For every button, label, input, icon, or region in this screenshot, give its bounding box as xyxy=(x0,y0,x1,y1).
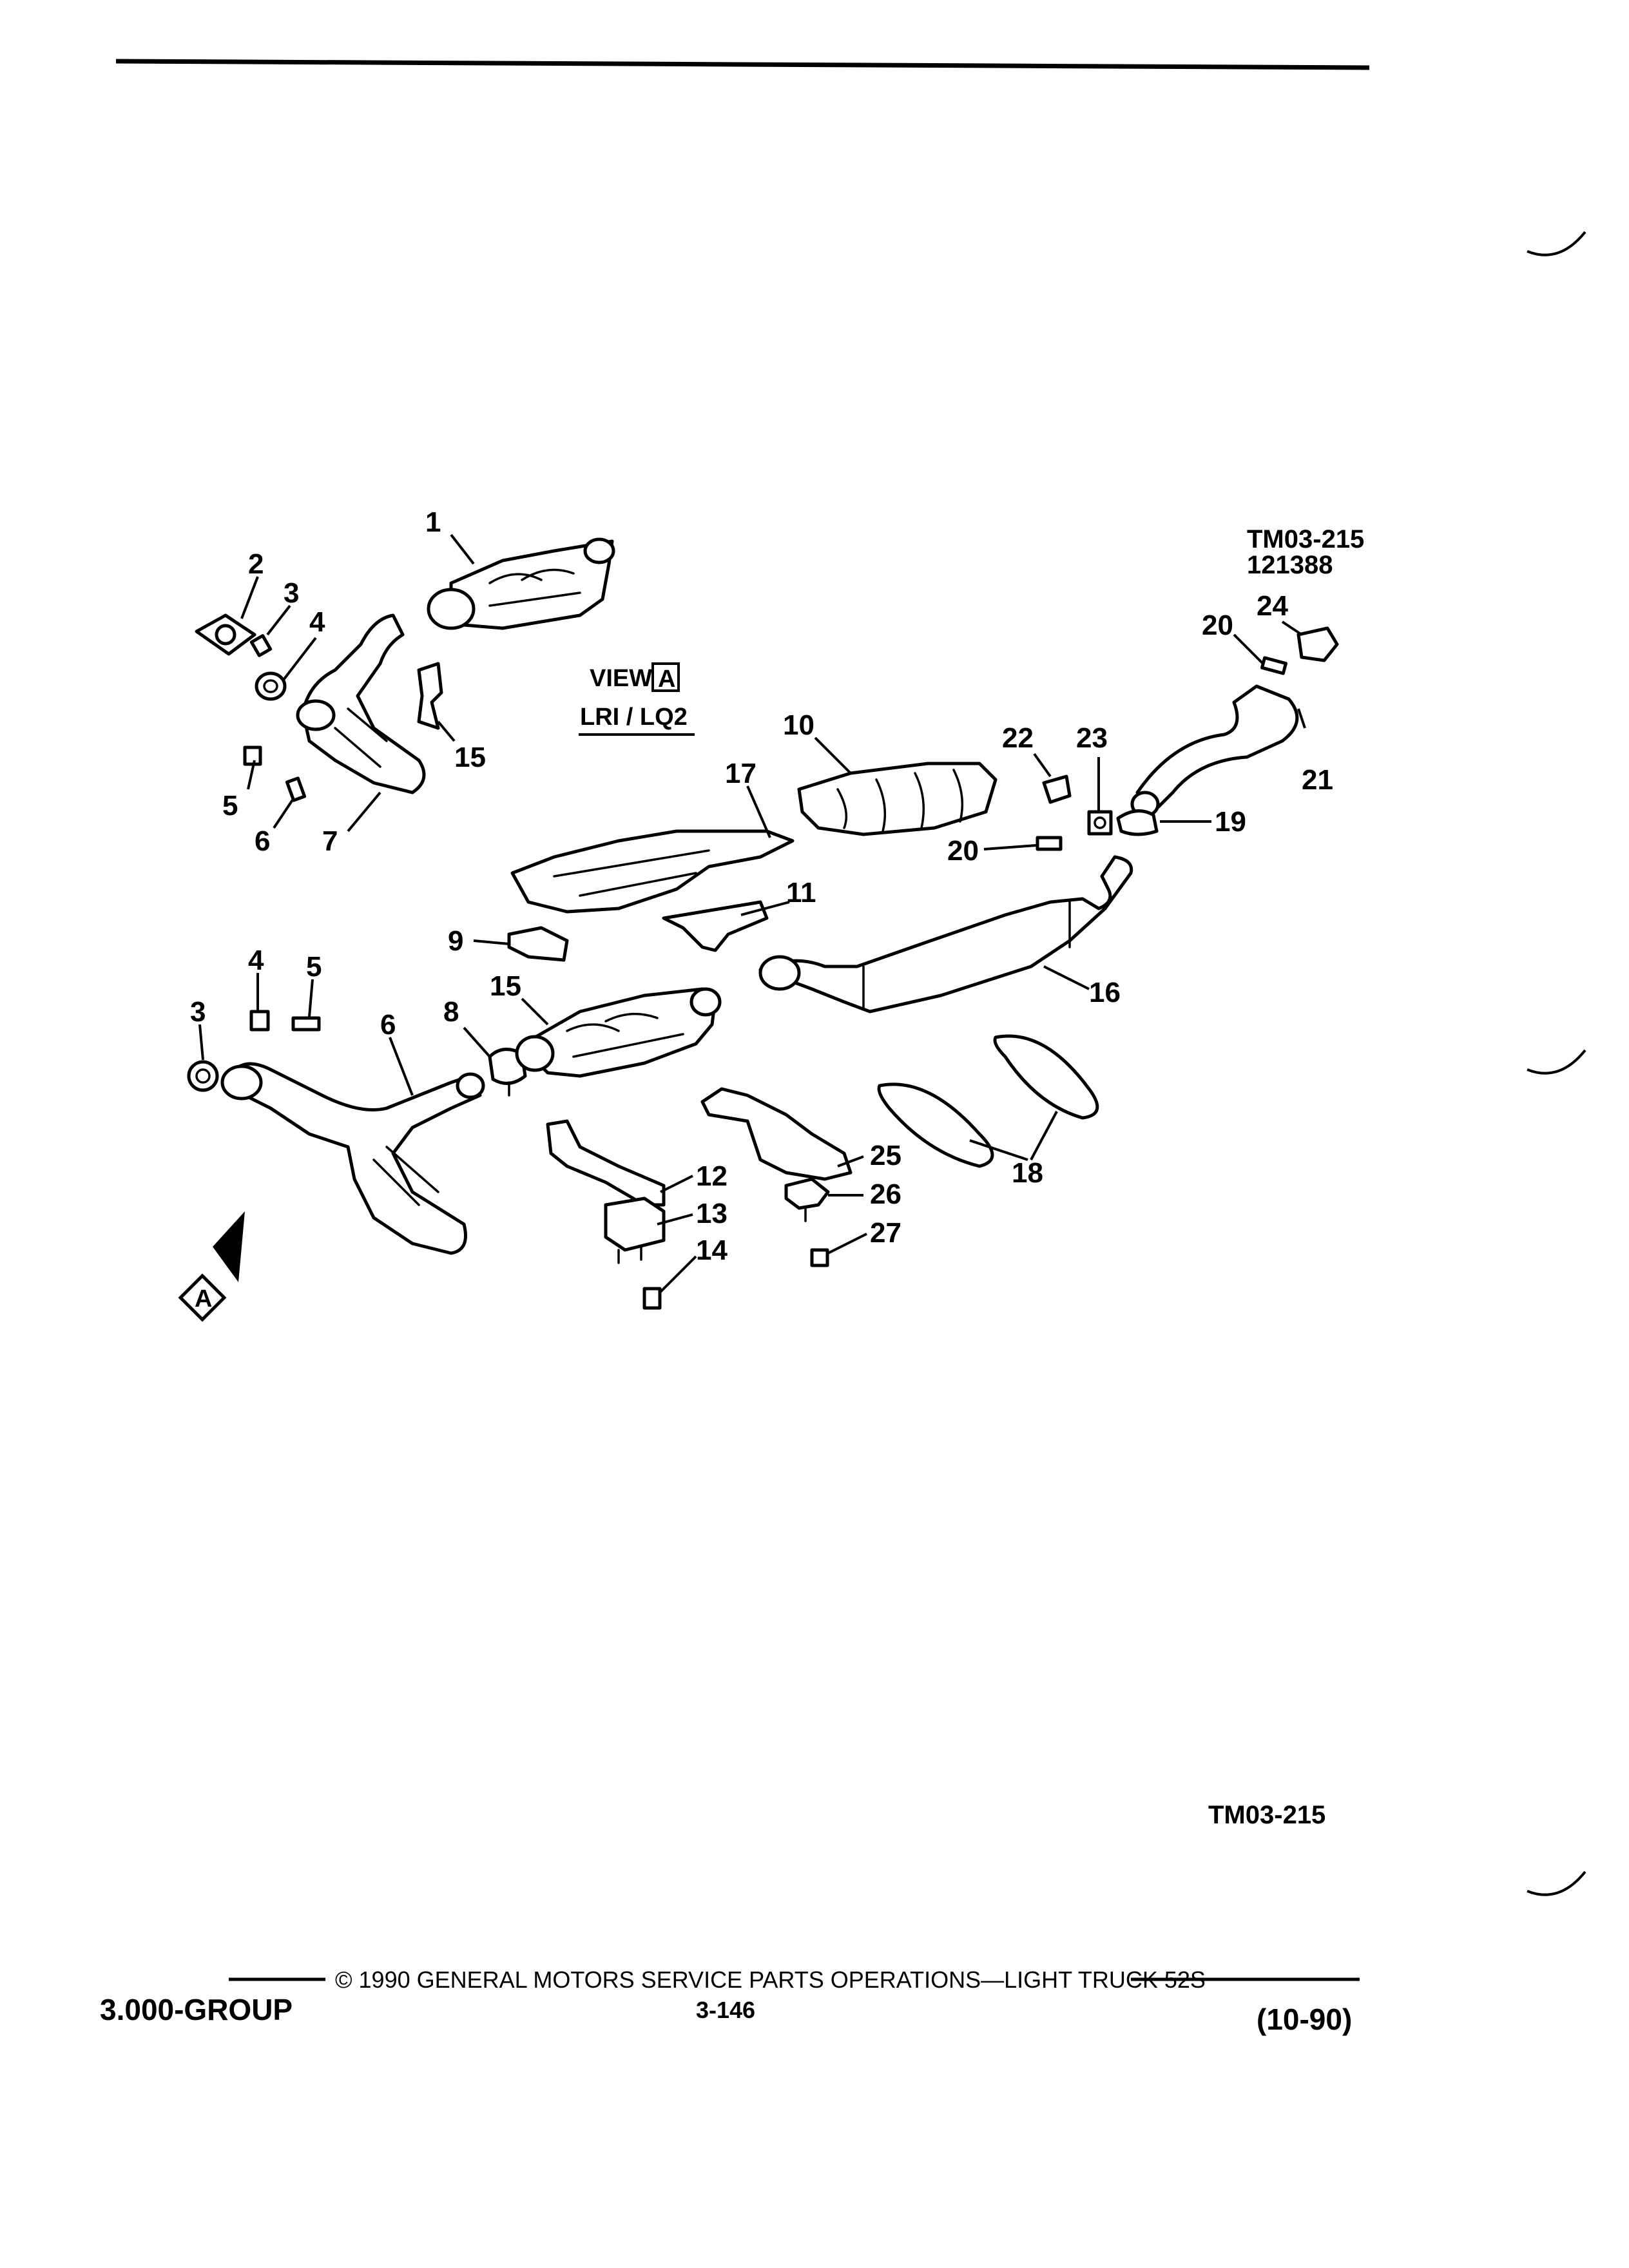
footer-group: 3.000-GROUP xyxy=(100,1993,293,2026)
callout-11: 11 xyxy=(786,877,816,908)
footer: © 1990 GENERAL MOTORS SERVICE PARTS OPER… xyxy=(100,1966,1360,2036)
part-19-clamp xyxy=(1116,809,1159,836)
callout-7: 15 xyxy=(454,742,486,773)
part-11-bracket xyxy=(662,900,769,952)
view-arrow-letter: A xyxy=(195,1285,212,1312)
leader-lines xyxy=(198,533,1306,1293)
part-25-bracket xyxy=(700,1087,853,1181)
part-13-mount xyxy=(604,1196,666,1264)
part-3-gasket-lower xyxy=(187,1060,219,1092)
callout-14: 14 xyxy=(696,1235,728,1266)
view-a-arrow: A xyxy=(178,1211,245,1322)
diagram-ref-code: TM03-215 xyxy=(1247,525,1364,553)
callout-21: 21 xyxy=(1302,764,1333,796)
part-16-muffler xyxy=(758,855,1133,1014)
view-letter: A xyxy=(658,666,675,693)
callout-1: 2 xyxy=(248,548,264,580)
bottom-diagram-code: TM03-215 xyxy=(1208,1801,1325,1829)
callout-25: 25 xyxy=(870,1140,901,1171)
part-18-straps xyxy=(877,1034,1099,1168)
part-20-bolt-lower xyxy=(1036,836,1063,851)
callout-15-lower: 15 xyxy=(490,970,521,1002)
part-9-bracket xyxy=(507,926,569,962)
footer-page-number: 3-146 xyxy=(696,1997,755,2023)
callout-20-lower: 20 xyxy=(947,835,979,867)
part-17-heat-shield xyxy=(797,762,998,836)
callout-26: 26 xyxy=(870,1178,901,1210)
diagram-ref-number: 121388 xyxy=(1247,551,1333,579)
callout-12: 12 xyxy=(696,1160,728,1192)
engine-label: LRI / LQ2 xyxy=(580,704,688,731)
footer-copyright: © 1990 GENERAL MOTORS SERVICE PARTS OPER… xyxy=(335,1966,1206,1993)
callout-16: 16 xyxy=(1089,977,1121,1008)
part-23-hanger xyxy=(1087,810,1113,836)
part-21-tailpipe xyxy=(1130,684,1299,818)
top-rule xyxy=(115,59,1370,70)
part-7-bracket xyxy=(417,662,443,730)
callout-3-lower: 3 xyxy=(190,996,206,1028)
callout-15: 1 xyxy=(425,506,441,538)
part-14-bolt xyxy=(642,1287,662,1310)
callout-10: 17 xyxy=(725,758,757,789)
callout-2: 3 xyxy=(284,577,299,609)
callout-17: 10 xyxy=(783,709,815,741)
callout-27: 27 xyxy=(870,1217,901,1249)
part-27-nut xyxy=(810,1248,829,1267)
callout-18: 18 xyxy=(1012,1157,1043,1189)
part-26-insulator xyxy=(784,1177,830,1222)
edge-mark xyxy=(1527,1870,1586,1896)
callout-5: 6 xyxy=(255,825,270,857)
callout-6-lower: 6 xyxy=(380,1009,396,1041)
part-4-nut-lower xyxy=(249,1010,270,1032)
callout-22: 22 xyxy=(1002,722,1034,754)
callout-23: 23 xyxy=(1076,722,1108,754)
callout-9: 9 xyxy=(448,925,463,957)
edge-mark xyxy=(1527,231,1586,256)
part-4-nut-upper xyxy=(243,745,262,766)
callout-19: 19 xyxy=(1215,806,1246,838)
part-15-converter-lower xyxy=(515,987,722,1078)
view-prefix: VIEW xyxy=(590,665,652,692)
callout-20-upper: 20 xyxy=(1202,610,1233,641)
part-12-bracket xyxy=(546,1119,666,1207)
footer-date: (10-90) xyxy=(1257,2003,1352,2036)
part-5-stud-upper xyxy=(285,776,307,802)
part-24-hanger xyxy=(1296,626,1339,662)
edge-mark xyxy=(1527,1049,1586,1075)
callout-4-lower: 4 xyxy=(248,945,264,976)
part-10-heat-shield xyxy=(510,829,795,914)
callout-6: 7 xyxy=(322,825,338,857)
part-2-bolt xyxy=(249,634,273,657)
callout-4: 5 xyxy=(222,790,238,822)
part-3-gasket-upper xyxy=(255,671,287,701)
view-letter-box xyxy=(651,662,680,692)
callout-8: 8 xyxy=(443,996,459,1028)
callout-5-lower: 5 xyxy=(306,951,322,983)
part-1-flange xyxy=(195,613,256,656)
part-20-bolt-upper xyxy=(1260,656,1287,675)
callout-13: 13 xyxy=(696,1198,728,1229)
callout-3: 4 xyxy=(309,606,325,638)
part-15-converter-upper xyxy=(427,537,615,630)
part-6-pipe-upper xyxy=(296,613,426,794)
part-6-pipe-lower xyxy=(220,1062,485,1255)
callout-numbers: 1 2 3 4 5 6 7 15 10 17 22 23 24 20 21 19… xyxy=(190,506,1333,1266)
callout-24: 24 xyxy=(1257,590,1288,622)
part-5-stud-lower xyxy=(291,1016,321,1032)
part-22-clamp xyxy=(1042,774,1072,804)
